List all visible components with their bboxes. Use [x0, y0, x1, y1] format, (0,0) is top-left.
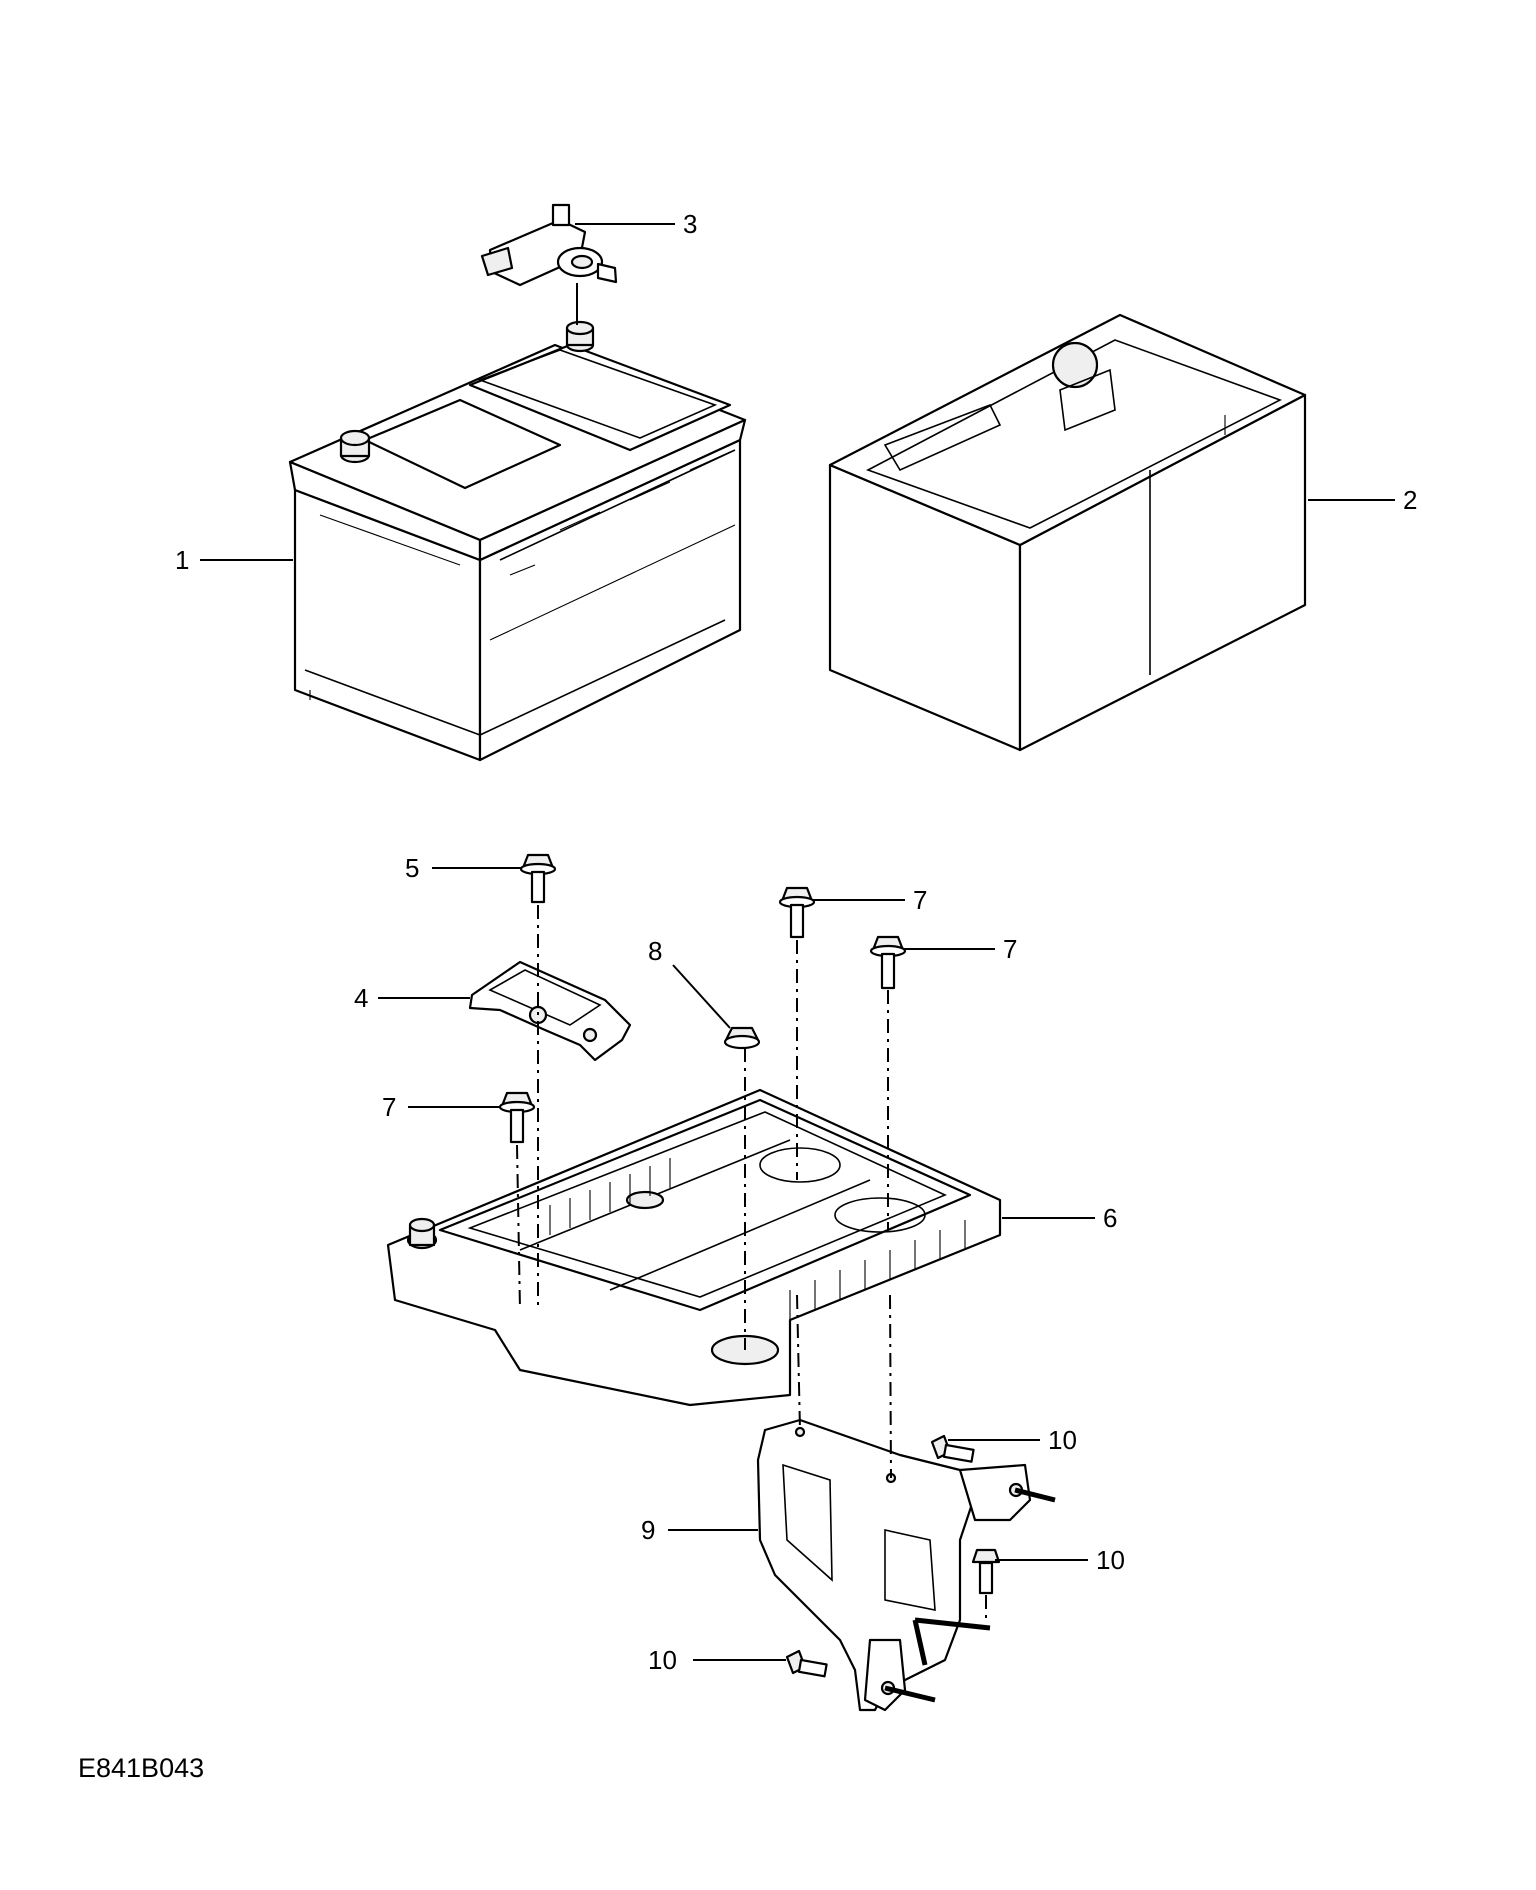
callout-10-lower: 10 — [648, 1645, 677, 1675]
battery-drawing — [288, 320, 747, 762]
battery-cover-drawing — [828, 313, 1307, 752]
callout-9: 9 — [641, 1515, 655, 1545]
callout-7-right: 7 — [1003, 934, 1017, 964]
callout-5: 5 — [405, 853, 419, 883]
fasteners-drawing — [498, 853, 1056, 1703]
callout-2: 2 — [1403, 485, 1417, 515]
hold-down-clamp-drawing — [468, 960, 632, 1062]
callout-7-center: 7 — [913, 885, 927, 915]
sensor-drawing — [480, 203, 618, 325]
assembly-lines — [516, 905, 987, 1620]
callout-10-middle: 10 — [1096, 1545, 1125, 1575]
callout-7-left: 7 — [382, 1092, 396, 1122]
callout-6: 6 — [1103, 1203, 1117, 1233]
battery-tray-drawing — [386, 1088, 1002, 1407]
callout-3: 3 — [683, 209, 697, 239]
callout-4: 4 — [354, 983, 368, 1013]
callout-labels: 1 2 3 4 5 6 7 7 7 8 9 10 10 10 — [175, 209, 1417, 1675]
leader-lines — [200, 223, 1395, 1661]
callout-10-upper: 10 — [1048, 1425, 1077, 1455]
callout-8: 8 — [648, 936, 662, 966]
reference-code: E841B043 — [78, 1753, 205, 1783]
callout-1: 1 — [175, 545, 189, 575]
